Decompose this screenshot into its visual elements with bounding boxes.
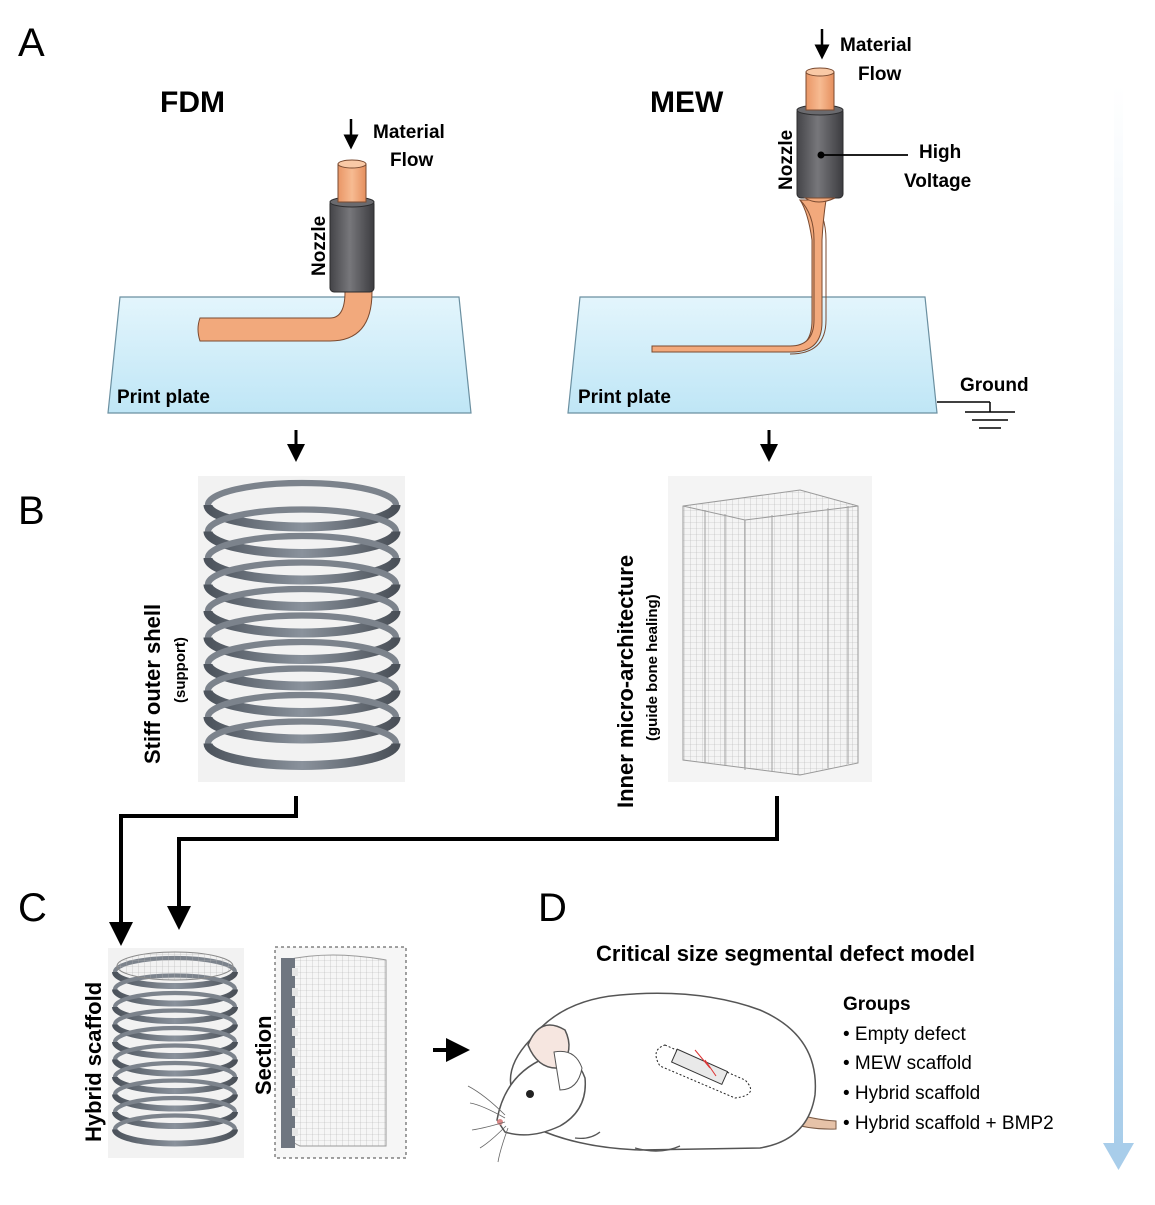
mew-material-flow-label-1: Material [840,35,912,56]
section-gap [292,988,298,996]
shell-ring-front [112,971,238,989]
mew-material-flow-label-2: Flow [858,64,901,85]
shell-ring-front [112,988,238,1007]
fdm-diagram: FDM Print plate Nozzle Material Flow [107,86,472,414]
shell-ring-front [112,1023,238,1042]
shell-ring-front [112,1111,238,1129]
micro-sub-label: (guide bone healing) [644,594,661,741]
shell-ring-back [204,559,400,586]
shell-ring-front [112,1058,238,1077]
section-label: Section [251,1016,276,1095]
fdm-strand [197,281,373,342]
arrow-micro-to-hybrid [167,796,779,930]
fdm-nozzle-label: Nozzle [309,216,330,276]
shell-ring-front [203,742,401,770]
micro-label: Inner micro-architecture [613,555,638,808]
timeline-arrow [1103,85,1134,1170]
section-gap [292,1108,298,1116]
femur-implant [655,1044,752,1099]
section-gap [292,1128,298,1136]
shell-ring-back [204,479,400,506]
shell-ring-back [204,612,400,639]
section-image [274,946,407,1159]
groups-title: Groups [843,994,911,1015]
mew-nozzle-label: Nozzle [776,130,797,190]
mew-material-rod [805,71,835,111]
mew-title: MEW [650,86,724,119]
groups-list: Groups • Empty defect • MEW scaffold • H… [843,994,1054,1134]
shell-ring-back [204,532,400,559]
mew-high-voltage-label-2: Voltage [904,171,971,192]
hybrid-scaffold-image [108,948,244,1158]
shell-ring-front [203,689,401,717]
fdm-print-plate-label: Print plate [117,387,210,408]
shell-ring-back [204,718,400,745]
shell-ring-back [204,665,400,692]
shell-ring-front [203,504,401,532]
shell-ring-front [112,1006,238,1024]
fdm-nozzle [329,199,375,293]
shell-ring-back [112,1043,238,1060]
shell-ring-back [112,1060,238,1078]
panel-letter-b: B [18,489,45,533]
shell-ring-front [203,716,401,744]
shell-ring-front [203,530,401,558]
shell-ring-back [112,990,238,1008]
ground-icon [937,401,1015,429]
hybrid-label: Hybrid scaffold [81,982,106,1142]
shell-ring-back [112,1008,238,1025]
mew-print-plate-label: Print plate [578,387,671,408]
section-gap [292,1048,298,1056]
section-gap [292,1068,298,1076]
section-gap [292,1008,298,1016]
micro-architecture-image [668,476,872,782]
shell-ring-front [112,1076,238,1094]
mew-diagram: MEW Print plate Nozzle High Voltage Mate… [567,29,1029,429]
panel-letter-c: C [18,886,47,930]
shell-ring-front [203,610,401,638]
shell-ring-back [204,691,400,718]
panel-letter-d: D [538,886,567,930]
shell-ring-front [112,1041,238,1059]
section-gap [292,1028,298,1036]
shell-ring-front [203,583,401,611]
shell-ring-front [203,636,401,664]
rat-illustration [467,992,837,1163]
fdm-title: FDM [160,86,225,119]
shell-ring-back [204,506,400,533]
group-item: • Empty defect [843,1024,967,1045]
group-item: • Hybrid scaffold + BMP2 [843,1113,1054,1134]
section-gap [292,1088,298,1096]
shell-ring-back [112,1025,238,1043]
panel-letter-a: A [18,21,45,65]
section-gap [292,968,298,976]
shell-ring-back [204,585,400,612]
arrow-shell-to-hybrid [109,796,298,946]
model-title: Critical size segmental defect model [596,941,975,966]
shell-ring-back [112,1113,238,1130]
shell-ring-back [204,638,400,665]
shell-label: Stiff outer shell [140,604,165,764]
shell-sub-label: (support) [172,637,189,703]
group-item: • Hybrid scaffold [843,1083,980,1104]
ground-label: Ground [960,375,1029,396]
group-item: • MEW scaffold [843,1053,972,1074]
shell-ring-back [112,1095,238,1113]
outer-shell-image [198,476,405,782]
mew-high-voltage-label-1: High [919,142,961,163]
fdm-material-rod [337,163,367,203]
fdm-material-flow-label-1: Material [373,122,445,143]
shell-ring-front [203,557,401,585]
shell-ring-back [112,1078,238,1095]
shell-ring-front [112,1128,238,1147]
shell-ring-front [112,1093,238,1112]
shell-ring-front [203,663,401,691]
fdm-material-flow-label-2: Flow [390,150,433,171]
mew-print-plate [567,296,938,414]
